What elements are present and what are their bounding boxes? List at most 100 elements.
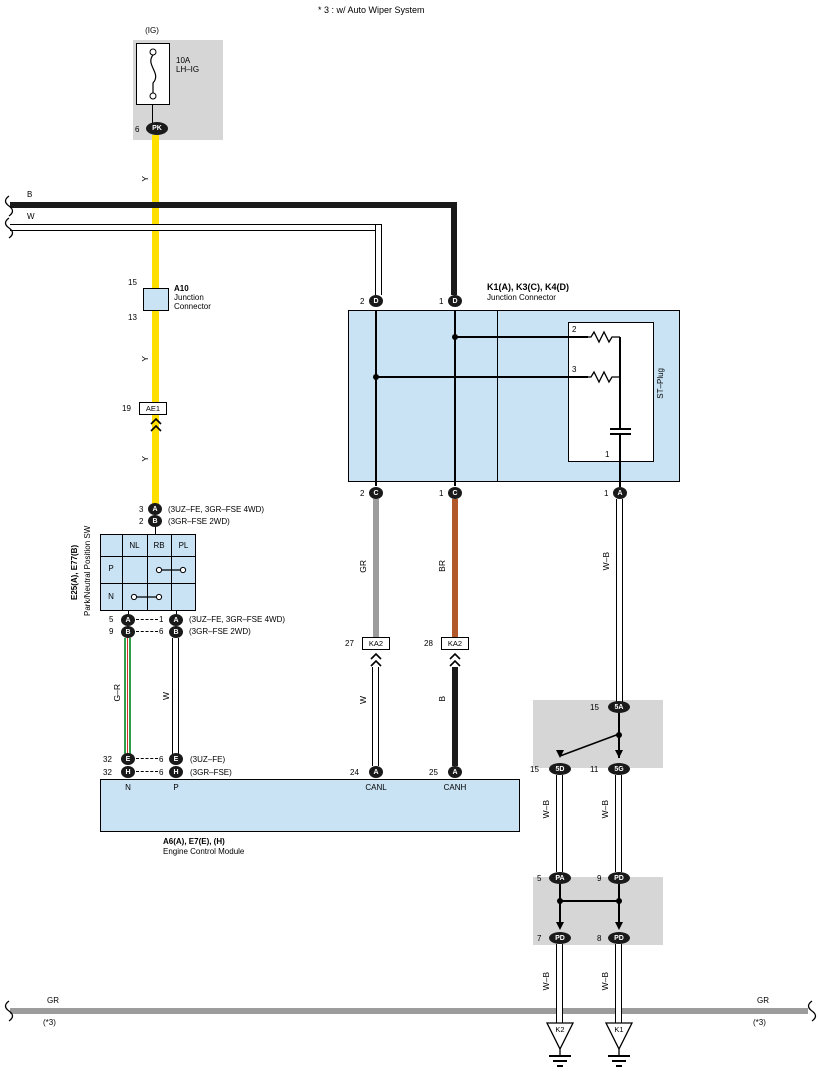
jc-pin-1a-num: 1 — [604, 489, 609, 498]
jc-pin-2c-num: 2 — [360, 489, 365, 498]
pnp-contact-symbols — [130, 566, 187, 601]
ground-label-k1: K1 — [614, 1025, 624, 1034]
pin-oval: A — [369, 766, 383, 778]
wire-w-b-label: W–B — [541, 800, 551, 819]
wire-br — [452, 499, 458, 637]
pin-oval: B — [148, 515, 162, 527]
ecm-terminal-canl: CANL — [365, 783, 387, 792]
wire-w-b — [556, 775, 563, 872]
pin-oval: A — [121, 614, 135, 626]
wire-b-label: B — [437, 696, 447, 702]
pin-oval-pk: PK — [146, 122, 168, 135]
ecm-row1-note: (3UZ–FE) — [190, 755, 226, 764]
pnp-col-nl: NL — [129, 541, 140, 550]
ka2-left-num: 27 — [345, 639, 354, 648]
jc-pin-1d-num: 1 — [439, 297, 444, 306]
pnp-id-label: E25(A), E77(B) — [70, 544, 79, 601]
pin-oval: B — [169, 626, 183, 638]
junction-connector-a10-box — [143, 288, 169, 311]
ecm-row1-num-r: 6 — [159, 755, 164, 764]
st-plug-box — [568, 322, 654, 462]
rb2-pa-num: 5 — [537, 874, 542, 883]
pnp-bot2-note: (3GR–FSE 2WD) — [189, 627, 251, 636]
fuse-name: LH–IG — [176, 65, 200, 74]
connector-chevron-icon — [150, 417, 162, 432]
ka2-right-box: KA2 — [441, 637, 469, 650]
table-grid-line — [100, 583, 196, 584]
jc-name-label: Junction Connector — [487, 293, 556, 302]
pin-oval: A — [448, 766, 462, 778]
pin-oval: H — [169, 766, 183, 778]
resistor-top-number: 2 — [572, 325, 577, 334]
junction-dot — [616, 732, 622, 738]
wire-w-b — [556, 944, 563, 1024]
table-grid-line — [147, 534, 148, 611]
fuse-rating: 10A — [176, 56, 191, 65]
pin-oval: D — [448, 295, 462, 307]
pin-oval: 5A — [608, 701, 630, 713]
jc-id-label: K1(A), K3(C), K4(D) — [487, 282, 569, 292]
wire-stub — [155, 527, 156, 534]
rb2-internal-wire — [559, 900, 620, 902]
pin-oval: A — [613, 487, 627, 499]
pnp-col-rb: RB — [153, 541, 165, 550]
ecm-canl-num: 24 — [350, 768, 359, 777]
a10-pin-bottom: 13 — [128, 313, 137, 322]
bottom-wire-note: (*3) — [753, 1018, 766, 1027]
ecm-terminal-canh: CANH — [443, 783, 467, 792]
wire-w-b-label: W–B — [600, 972, 610, 991]
wire-gr-bottom-trunk — [10, 1008, 808, 1014]
diagram-note: * 3 : w/ Auto Wiper System — [318, 5, 425, 15]
ae1-pin-number: 19 — [122, 404, 131, 413]
jc-internal-wire — [619, 337, 621, 428]
junction-dot — [557, 898, 563, 904]
pin-oval: PD — [608, 932, 630, 944]
fuse-pin-number: 6 — [135, 125, 140, 134]
resistor-icon — [586, 330, 620, 344]
ground-symbol-k1 — [604, 1022, 634, 1067]
bottom-wire-label: GR — [757, 996, 769, 1005]
wire-w-vertical — [375, 225, 382, 295]
alt-pin-link — [136, 758, 158, 759]
relay-block-panel-1 — [533, 700, 663, 768]
rb1-5g-num: 11 — [590, 765, 599, 774]
junction-dot — [373, 374, 379, 380]
wire-stub — [176, 611, 177, 615]
wire-b-vertical — [451, 202, 457, 295]
rb1-branch-wire — [559, 733, 620, 757]
wire-break-icon — [807, 1000, 817, 1022]
ecm-terminal-n: N — [125, 783, 131, 792]
rb2-pd7-num: 7 — [537, 934, 542, 943]
wire-w-label: W — [358, 696, 368, 705]
capacitor-icon — [610, 433, 631, 435]
jc-internal-wire — [619, 435, 621, 487]
jc-divider-line — [497, 310, 498, 481]
pnp-bot1-note: (3UZ–FE, 3GR–FSE 4WD) — [189, 615, 286, 624]
pnp-row-n: N — [108, 592, 114, 601]
pnp-bot2-num-l: 9 — [109, 627, 114, 636]
direction-arrow-icon — [556, 750, 564, 758]
ecm-row2-note: (3GR–FSE) — [190, 768, 232, 777]
pin-oval: B — [121, 626, 135, 638]
ecm-terminal-p: P — [173, 783, 179, 792]
jc-pin-2d-num: 2 — [360, 297, 365, 306]
wire-y-label: Y — [140, 456, 150, 462]
resistor-bottom-number: 3 — [572, 365, 577, 374]
wire-y-label: Y — [140, 176, 150, 182]
pnp-col-pl: PL — [178, 541, 189, 550]
wire-w-b — [615, 944, 622, 1024]
fuse-lead-line — [152, 105, 153, 123]
wire-b-label: B — [27, 190, 33, 199]
ecm-id-label: A6(A), E7(E), (H) — [163, 837, 225, 846]
ecm-canh-num: 25 — [429, 768, 438, 777]
pin-oval: H — [121, 766, 135, 778]
ecm-row2-num-r: 6 — [159, 768, 164, 777]
pin-oval: 5D — [549, 763, 571, 775]
junction-dot — [616, 898, 622, 904]
rb1-5a-num: 15 — [590, 703, 599, 712]
ka2-right-num: 28 — [424, 639, 433, 648]
pin-oval: PA — [549, 872, 571, 884]
wire-b-canh — [452, 667, 458, 766]
wire-w-b — [615, 775, 622, 872]
